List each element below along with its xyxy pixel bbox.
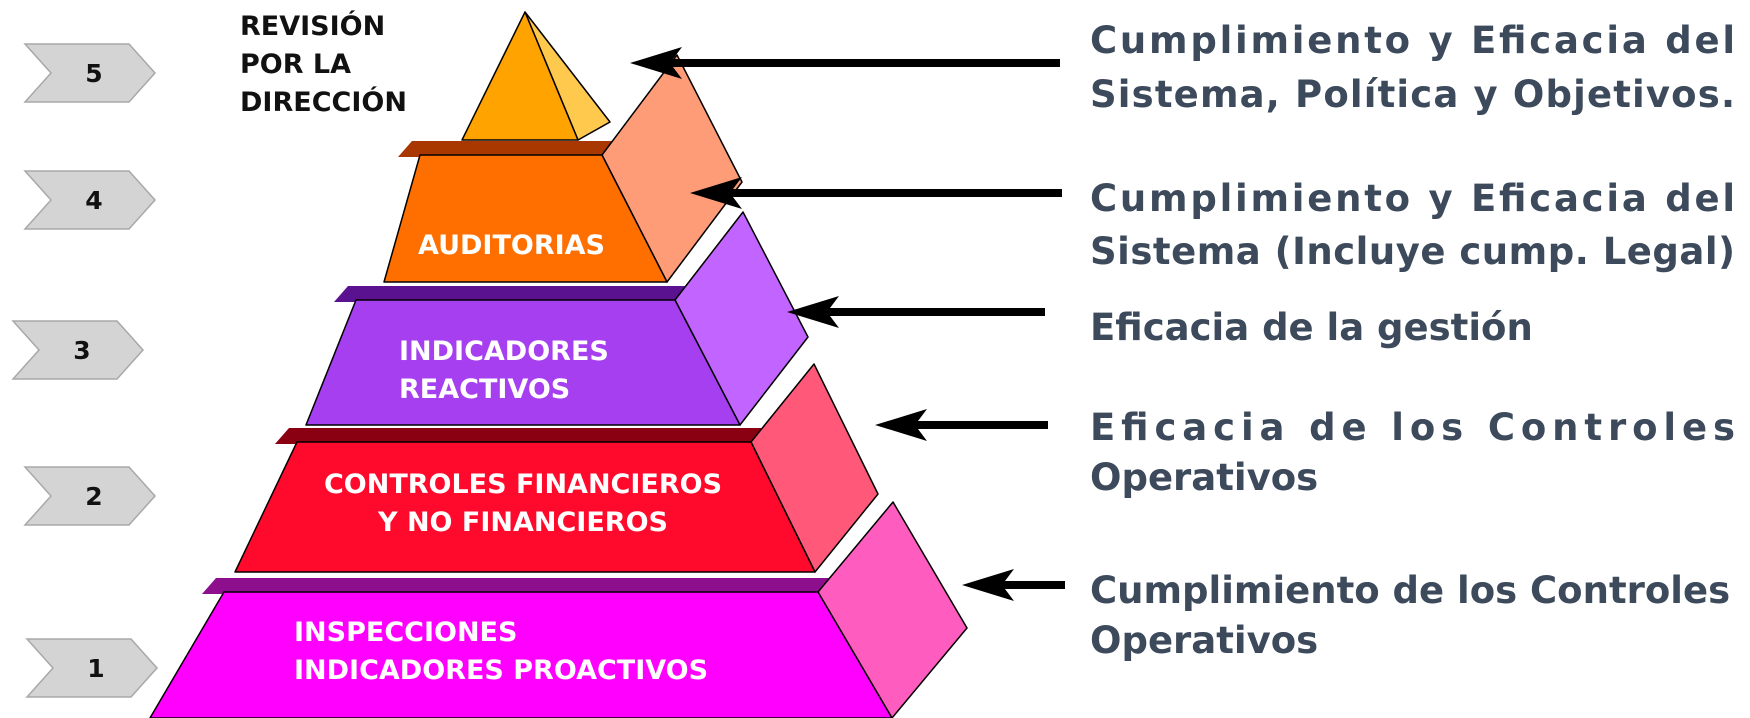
description-line: Sistema (Incluye cump. Legal) [1090,230,1735,273]
pyramid: INSPECCIONES INDICADORES PROACTIVOS CONTRO… [149,10,968,718]
tier-label-line: INSPECCIONES [294,617,517,648]
tier-label-1: INSPECCIONES INDICADORES PROACTIVOS [294,617,708,686]
tier-label-5: REVISIÓN POR LA DIRECCIÓN [240,10,407,118]
description-line: Operativos [1090,619,1318,662]
tier-label-3: INDICADORES REACTIVOS [399,336,609,405]
description-line: Eficacia de los Controles [1090,406,1735,449]
tier-label-line: AUDITORIAS [418,230,605,261]
level-number-5: 5 [85,59,102,88]
level-chevron-1 [25,638,159,698]
tier-front-2 [234,441,816,573]
description-line: Cumplimiento y Eficacia del [1090,19,1735,62]
tier-front-1 [149,591,893,718]
description-line: Sistema, Política y Objetivos. [1090,73,1735,116]
tier-label-line: POR LA [240,49,351,80]
level-number-3: 3 [73,336,90,365]
tier-label-line: Y NO FINANCIEROS [377,507,668,538]
tier-label-line: DIRECCIÓN [240,86,407,118]
tier-label-line: REVISIÓN [240,10,385,42]
pointer-arrows [630,47,1065,601]
tier-top-4 [398,141,621,157]
tier-front-3 [305,299,741,426]
level-number-1: 1 [87,654,104,683]
level-number-4: 4 [85,186,102,215]
description-level-3: Eficacia de la gestión [1090,306,1533,349]
tier-label-2: CONTROLES FINANCIEROS Y NO FINANCIEROS [324,469,722,538]
arrow-level-1 [962,569,1065,601]
tier-front-4 [383,154,668,283]
description-line: Cumplimiento de los Controles [1090,569,1730,612]
description-line: Cumplimiento y Eficacia del [1090,177,1735,220]
level-chevron-4 [23,170,157,230]
tier-label-4: AUDITORIAS [418,230,605,261]
tier-top-3 [334,286,692,302]
tier-label-line: REACTIVOS [399,374,570,405]
level-number-2: 2 [85,482,102,511]
level-chevrons: 1 2 3 4 5 [11,43,159,698]
level-chevron-5 [23,43,157,103]
tier-label-line: INDICADORES PROACTIVOS [294,655,708,686]
level-chevron-3 [11,320,145,380]
arrow-level-2 [875,409,1048,441]
apex-front [461,11,579,141]
description-line: Eficacia de la gestión [1090,306,1533,349]
tier-label-line: CONTROLES FINANCIEROS [324,469,722,500]
arrow-level-4 [690,177,1062,209]
tier-top-2 [275,428,767,444]
description-line: Operativos [1090,456,1318,499]
tier-top-1 [202,578,837,594]
tier-label-line: INDICADORES [399,336,609,367]
level-chevron-2 [23,466,157,526]
arrow-level-5 [630,47,1060,79]
arrow-level-3 [787,296,1045,328]
